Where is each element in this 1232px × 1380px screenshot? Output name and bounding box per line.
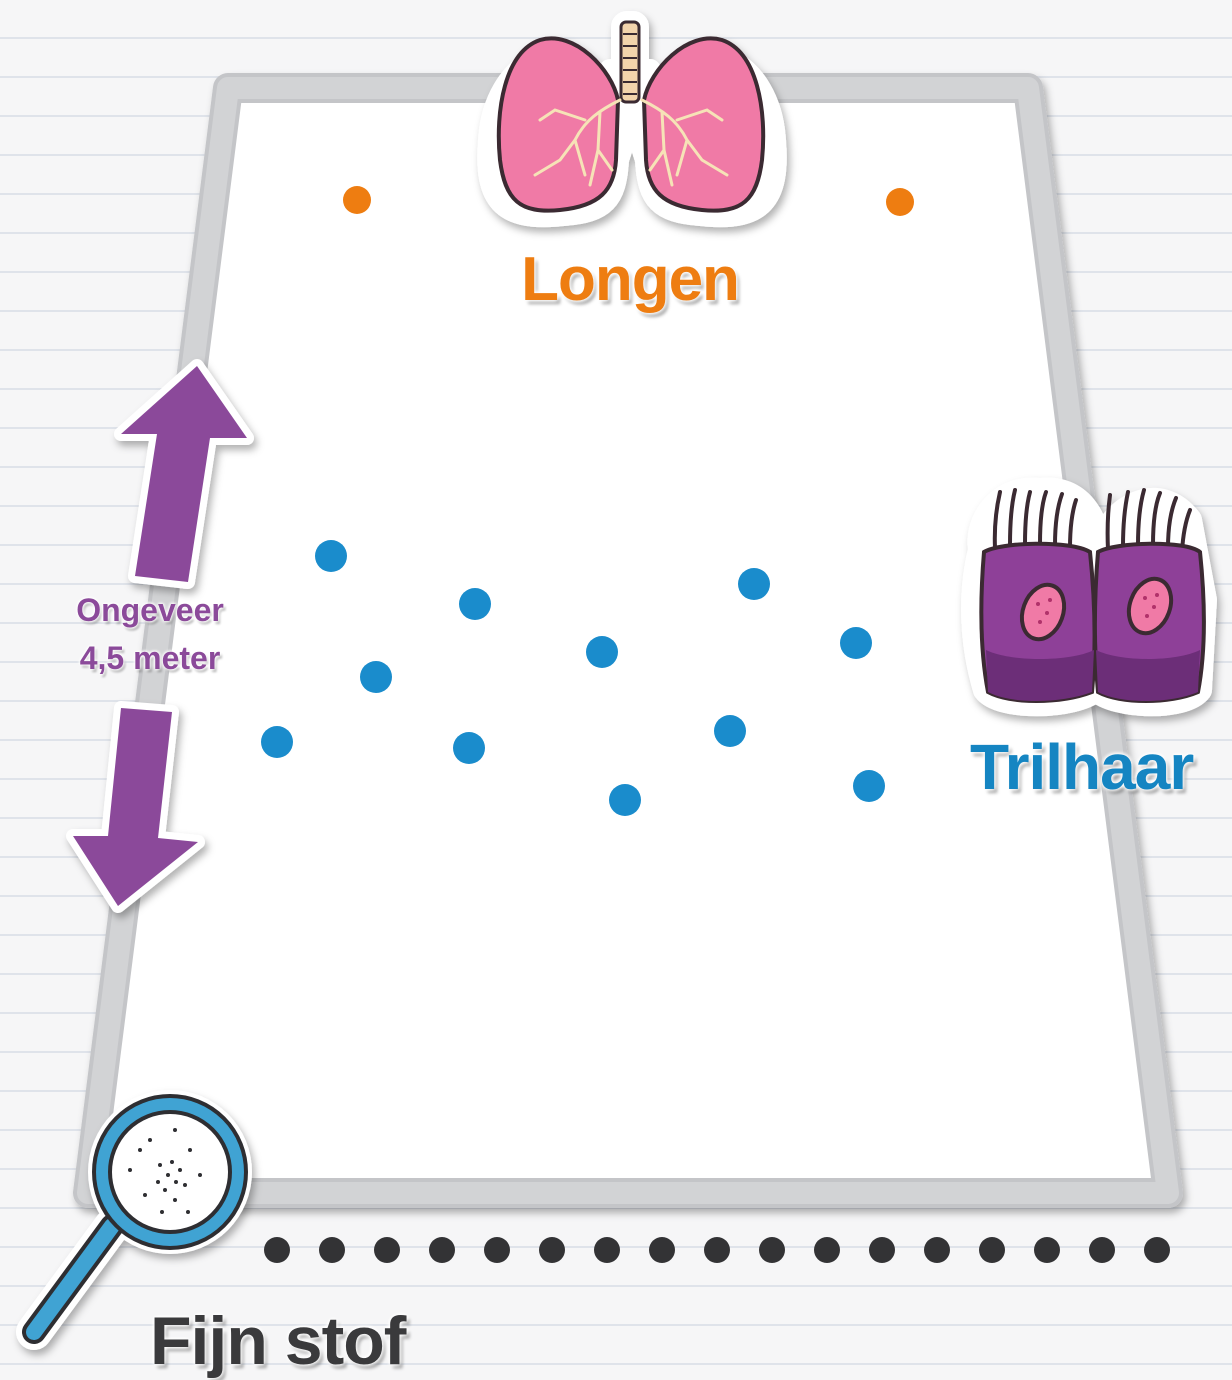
dust-particle bbox=[979, 1237, 1005, 1263]
blue-particle bbox=[453, 732, 485, 764]
blue-particle bbox=[738, 568, 770, 600]
dust-particle bbox=[374, 1237, 400, 1263]
orange-particle bbox=[886, 188, 914, 216]
dust-particle bbox=[869, 1237, 895, 1263]
dust-particle bbox=[649, 1237, 675, 1263]
blue-particle bbox=[840, 627, 872, 659]
dust-particle bbox=[1034, 1237, 1060, 1263]
dust-particle bbox=[1144, 1237, 1170, 1263]
trilhaar-label: Trilhaar bbox=[970, 730, 1232, 804]
blue-particle bbox=[853, 770, 885, 802]
dust-particle bbox=[264, 1237, 290, 1263]
dust-particle bbox=[594, 1237, 620, 1263]
orange-particle bbox=[343, 186, 371, 214]
longen-label: Longen bbox=[500, 244, 760, 315]
dust-particle bbox=[429, 1237, 455, 1263]
fijn-stof-label: Fijn stof bbox=[150, 1302, 450, 1380]
blue-particle bbox=[609, 784, 641, 816]
dust-particles bbox=[264, 1237, 1170, 1263]
dust-particle bbox=[704, 1237, 730, 1263]
distance-label-line1: Ongeveer bbox=[40, 586, 260, 634]
dust-particle bbox=[539, 1237, 565, 1263]
blue-particle bbox=[714, 715, 746, 747]
dust-particle bbox=[319, 1237, 345, 1263]
dust-particle bbox=[1089, 1237, 1115, 1263]
dust-particle bbox=[924, 1237, 950, 1263]
blue-particle bbox=[586, 636, 618, 668]
distance-label: Ongeveer 4,5 meter bbox=[40, 586, 260, 682]
blue-particle bbox=[315, 540, 347, 572]
magnifier-icon bbox=[34, 1090, 252, 1332]
blue-particle bbox=[261, 726, 293, 758]
dust-particle bbox=[814, 1237, 840, 1263]
blue-particle bbox=[360, 661, 392, 693]
distance-label-line2: 4,5 meter bbox=[40, 634, 260, 682]
dust-particle bbox=[759, 1237, 785, 1263]
blue-particle bbox=[459, 588, 491, 620]
cilia-cells-icon bbox=[973, 490, 1205, 705]
dust-particle bbox=[484, 1237, 510, 1263]
